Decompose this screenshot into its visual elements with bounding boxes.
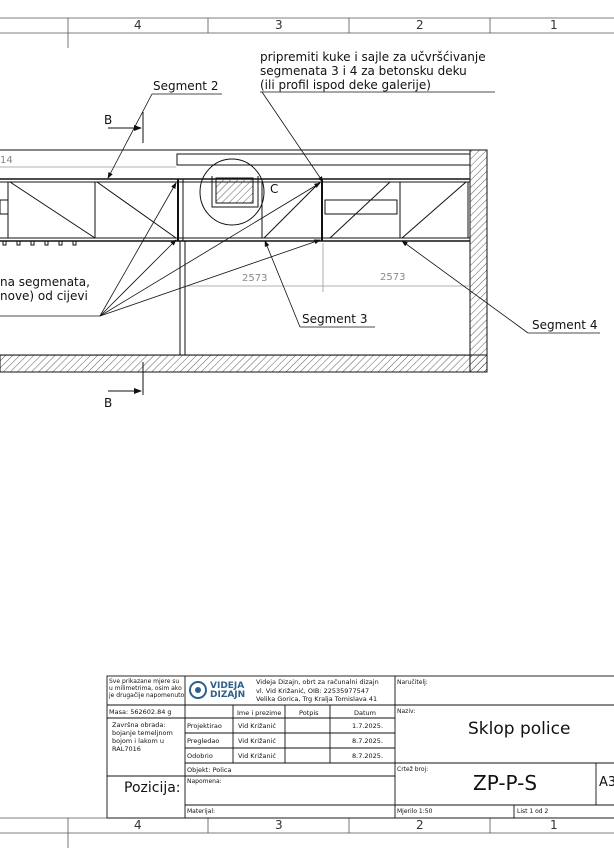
label-segment-2: Segment 2	[153, 79, 219, 93]
label-segment-4: Segment 4	[532, 318, 598, 332]
note-line: segmenata 3 i 4 za betonsku deku	[260, 64, 467, 78]
note-line: nove) od cijevi	[0, 289, 88, 303]
section-marker-top: B	[104, 113, 113, 127]
ruler-top-4: 4	[134, 18, 142, 32]
finish-line: RAL7016	[112, 745, 141, 753]
ruler-top-2: 2	[416, 18, 424, 32]
company-line: vl. Vid Križanić, OIB: 22535977547	[256, 686, 370, 695]
person-name: Vid Križanić	[238, 752, 276, 760]
detail-marker: C	[270, 182, 279, 196]
finish-line: bojanje temeljnom	[112, 729, 173, 737]
dimension-2: 2573	[380, 272, 406, 283]
drawing-number: ZP-P-S	[473, 771, 538, 795]
units-note: Sve prikazane mjere su u milimetrima, os…	[109, 678, 184, 699]
dimension-1: 2573	[242, 273, 268, 284]
ruler-bottom-1: 1	[550, 818, 558, 832]
date: 8.7.2025.	[352, 752, 384, 760]
company-logo	[189, 681, 207, 699]
leader-lines	[0, 91, 600, 334]
drawing-no-label: Crtež broj:	[397, 766, 429, 773]
note-line: pripremiti kuke i sajle za učvršćivanje	[260, 50, 486, 64]
section-marker-bottom: B	[104, 396, 113, 410]
dimension-lines	[0, 166, 470, 292]
company-line: Videja Dizajn, obrt za računalni dizajn	[256, 678, 379, 686]
ruler-bottom-2: 2	[416, 818, 424, 832]
scale: Mjerilo 1:50	[397, 808, 433, 815]
company-info: Videja Dizajn, obrt za računalni dizajn …	[256, 678, 379, 704]
logo-text: VIDEJA DIZAJN	[210, 682, 245, 700]
hook-note: pripremiti kuke i sajle za učvršćivanje …	[260, 50, 486, 92]
paper-format: A3	[599, 775, 614, 790]
left-note: na segmenata, nove) od cijevi	[0, 275, 90, 303]
client-label: Naručitelj:	[397, 679, 428, 686]
ceiling-beam	[176, 153, 471, 166]
material-label: Materijal:	[187, 808, 216, 815]
logo-line: VIDEJA	[210, 681, 245, 691]
header-date: Datum	[354, 709, 376, 717]
section-b-markers	[108, 112, 144, 395]
units-note-line: je drugačije napomenuto	[109, 692, 185, 699]
ruler-top-3: 3	[275, 18, 283, 32]
concrete-walls	[0, 149, 488, 373]
date: 8.7.2025.	[352, 737, 384, 745]
detail-c-circle	[199, 158, 265, 226]
ruler-bottom-3: 3	[275, 818, 283, 832]
finish-line: bojom i lakom u	[112, 737, 164, 745]
position-label: Pozicija:	[124, 780, 181, 796]
finish-note: Završna obrada: bojanje temeljnom bojom …	[112, 721, 173, 753]
mass: Masa: 562602.84 g	[109, 708, 172, 716]
units-note-line: Sve prikazane mjere su	[109, 678, 180, 685]
person-name: Vid Križanić	[238, 737, 276, 745]
header-name: Ime i prezime	[237, 709, 282, 717]
bolts	[2, 240, 77, 246]
dimension-partial: 14	[0, 155, 13, 166]
ruler-bottom-4: 4	[134, 818, 142, 832]
ruler-top-1: 1	[550, 18, 558, 32]
name-label: Naziv:	[397, 708, 416, 715]
frame-ruler-bottom	[0, 817, 614, 848]
sheet-number: List 1 od 2	[517, 808, 549, 815]
label-segment-3: Segment 3	[302, 312, 368, 326]
date: 1.7.2025.	[352, 722, 384, 730]
finish-line: Završna obrada:	[112, 721, 166, 729]
note-line: (ili profil ispod deke galerije)	[260, 78, 431, 92]
note-line: na segmenata,	[0, 275, 90, 289]
role: Odobrio	[187, 752, 213, 760]
person-name: Vid Križanić	[238, 722, 276, 730]
logo-line: DIZAJN	[210, 690, 246, 700]
truss	[0, 178, 470, 355]
header-signature: Potpis	[299, 709, 319, 717]
company-line: Velika Gorica, Trg Kralja Tomislava 41	[256, 695, 378, 703]
remark-label: Napomena:	[187, 778, 222, 785]
role: Pregledao	[187, 737, 220, 745]
drawing-title: Sklop police	[468, 719, 571, 739]
units-note-line: u milimetrima, osim ako	[109, 685, 182, 692]
role: Projektirao	[187, 722, 222, 730]
frame-ruler-top	[0, 17, 614, 48]
object: Objekt: Polica	[187, 766, 232, 774]
title-block-grid	[106, 675, 614, 819]
